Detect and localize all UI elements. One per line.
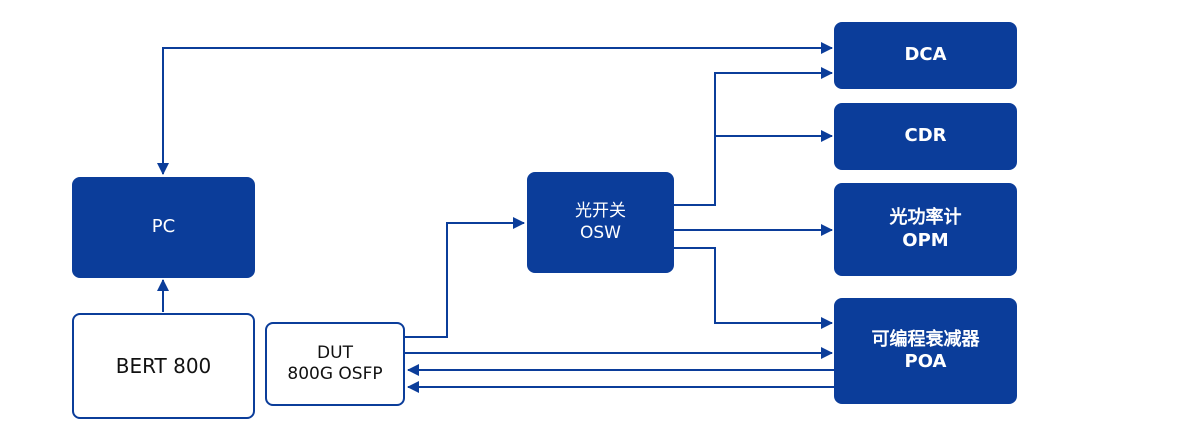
opm-box: 光功率计 OPM <box>834 183 1017 276</box>
poa-sublabel: POA <box>904 351 947 372</box>
opm-sublabel: OPM <box>902 229 949 251</box>
osw-label: 光开关 <box>575 201 626 222</box>
arrow-osw-dca <box>674 67 833 206</box>
arrow-dut-osw <box>405 217 525 338</box>
poa-box: 可编程衰减器 POA <box>834 298 1017 404</box>
osw-box: 光开关 OSW <box>527 172 674 273</box>
dut-box: DUT 800G OSFP <box>265 322 405 406</box>
arrow-pc-dca <box>162 42 833 62</box>
cdr-box: CDR <box>834 103 1017 170</box>
bert-label: BERT 800 <box>115 353 212 378</box>
dut-sublabel: 800G OSFP <box>287 364 383 384</box>
cdr-label: CDR <box>904 125 947 147</box>
opm-label: 光功率计 <box>889 207 962 228</box>
dut-label: DUT <box>317 342 353 363</box>
dca-label: DCA <box>904 44 947 66</box>
osw-sublabel: OSW <box>580 222 621 243</box>
dca-box: DCA <box>834 22 1017 89</box>
bert-box: BERT 800 <box>72 313 255 419</box>
arrow-osw-poa <box>674 247 833 329</box>
pc-label: PC <box>151 216 176 238</box>
pc-box: PC <box>72 177 255 278</box>
poa-label: 可编程衰减器 <box>871 328 980 350</box>
